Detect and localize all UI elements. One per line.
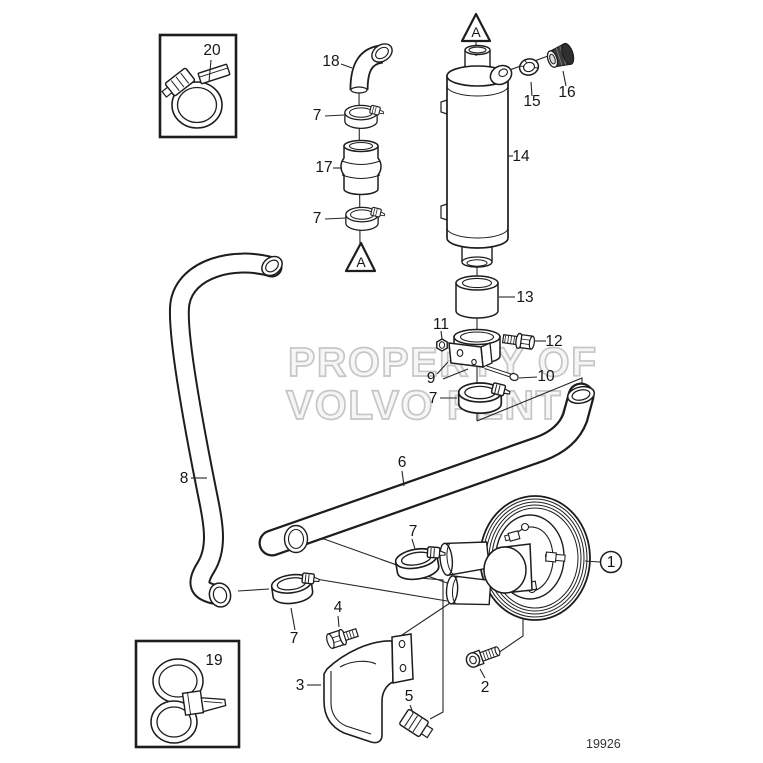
callout-3: 3 bbox=[296, 677, 305, 694]
part-4-flange-bolt bbox=[326, 627, 359, 650]
callout-7-5: 7 bbox=[290, 630, 299, 647]
part-7-clamp-lower bbox=[345, 206, 387, 231]
part-16-plug bbox=[546, 42, 575, 68]
detail-box-20 bbox=[158, 33, 238, 139]
part-8-hose bbox=[168, 252, 283, 608]
part-15-washer bbox=[518, 58, 540, 76]
figure-number: 19926 bbox=[586, 737, 621, 751]
callout-5: 5 bbox=[405, 688, 414, 705]
part-14-muffler bbox=[440, 44, 513, 268]
callout-leaders bbox=[191, 59, 601, 714]
part-18-exhaust-elbow bbox=[349, 43, 393, 94]
part-3-bracket bbox=[323, 633, 414, 744]
watermark-line2: VOLVO PENTA bbox=[286, 382, 590, 428]
part-11-nut bbox=[436, 338, 448, 352]
callout-14: 14 bbox=[512, 148, 530, 165]
part-6-pipe bbox=[258, 382, 596, 557]
callout-7-2: 7 bbox=[313, 210, 322, 227]
detail-marker-a-bottom-label: A bbox=[356, 254, 366, 270]
callout-16: 16 bbox=[558, 84, 575, 101]
part-5-connector bbox=[399, 708, 434, 739]
detail-marker-a-bottom: A bbox=[344, 241, 377, 273]
detail-marker-a-top-label: A bbox=[471, 24, 481, 40]
callout-18: 18 bbox=[322, 53, 339, 70]
callout-15: 15 bbox=[523, 93, 540, 110]
callout-2: 2 bbox=[481, 679, 490, 696]
callout-9: 9 bbox=[427, 370, 436, 387]
callout-10: 10 bbox=[537, 368, 555, 385]
callout-7-3: 7 bbox=[429, 390, 438, 407]
callout-7-4: 7 bbox=[409, 523, 418, 540]
detail-box-19 bbox=[134, 639, 241, 749]
part-7-clamp-upper bbox=[344, 104, 386, 129]
callout-13: 13 bbox=[516, 289, 533, 306]
pump-upper-port bbox=[439, 541, 491, 577]
detail-marker-a-top: A bbox=[460, 12, 492, 43]
callout-1-circled: 1 bbox=[599, 550, 623, 574]
callout-7-1: 7 bbox=[313, 107, 322, 124]
part-12-flange-bolt bbox=[501, 332, 536, 350]
callout-12: 12 bbox=[545, 333, 562, 350]
callout-19: 19 bbox=[205, 652, 222, 669]
callout-17: 17 bbox=[315, 159, 332, 176]
callout-4: 4 bbox=[334, 599, 343, 616]
part-17-hose-connector bbox=[340, 139, 382, 196]
part-7-clamp-hose8 bbox=[269, 569, 324, 607]
part-1-circulation-pump bbox=[439, 495, 591, 621]
callout-1: 1 bbox=[607, 554, 616, 571]
part-9-clamp-bracket bbox=[448, 328, 501, 368]
callout-11: 11 bbox=[433, 316, 449, 333]
pump-lower-port bbox=[445, 575, 492, 606]
callout-8: 8 bbox=[180, 470, 189, 487]
part-13-sleeve bbox=[455, 275, 499, 319]
part-10-screw bbox=[484, 365, 519, 382]
callout-6: 6 bbox=[398, 454, 407, 471]
part-2-socket-bolt bbox=[465, 646, 501, 668]
callout-20: 20 bbox=[203, 42, 221, 59]
